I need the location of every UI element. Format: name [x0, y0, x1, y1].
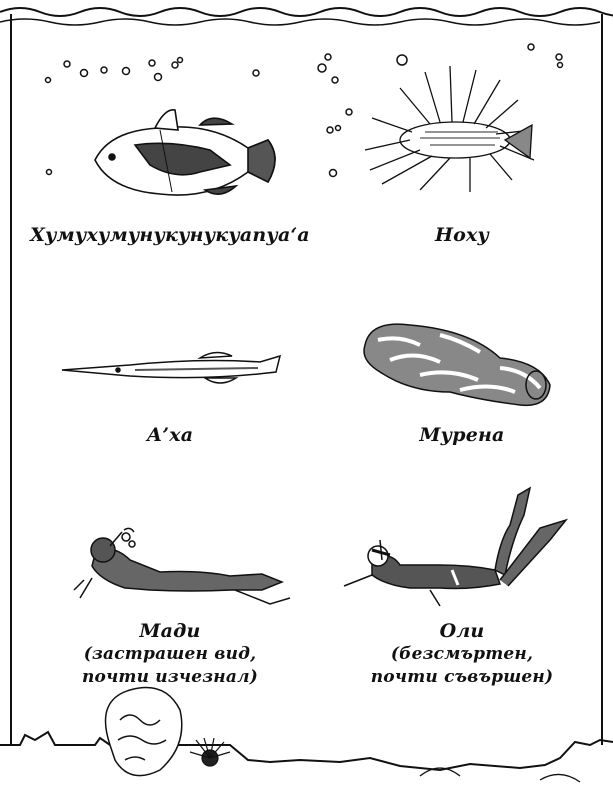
- creature-label: Ноху: [434, 224, 490, 246]
- diver-caption-line: почти съвършен): [370, 667, 554, 687]
- diver-caption: Оли (безсмъртен, почти съвършен): [312, 620, 612, 689]
- water-surface-wave-lower: [0, 18, 601, 26]
- water-surface-wave: [0, 7, 613, 17]
- creature-label: Хумухумунукунукуапуа‘а: [30, 224, 310, 246]
- sea-urchin-illustration: [189, 737, 231, 767]
- diver-caption: Мади (застрашен вид, почти изчезнал): [20, 620, 320, 689]
- diver-caption-line: (застрашен вид,: [83, 644, 257, 664]
- seabed-rocks: [419, 767, 581, 783]
- needlefish-illustration: [61, 351, 282, 384]
- lionfish-illustration: [364, 65, 535, 192]
- diver-name: Оли: [439, 620, 485, 642]
- diver-caption-line: почти изчезнал): [81, 667, 259, 687]
- coral-illustration: [104, 686, 183, 777]
- diver-caption-line: (безсмъртен,: [390, 644, 534, 664]
- diver-oli-illustration: [343, 486, 569, 607]
- diver-madi-illustration: [73, 527, 291, 605]
- moray-eel-illustration: [363, 323, 551, 407]
- creature-label: Мурена: [419, 424, 505, 446]
- diver-name: Мади: [139, 620, 201, 642]
- triggerfish-illustration: [94, 109, 276, 196]
- creature-label: А’ха: [146, 424, 194, 446]
- reef-floor: [0, 730, 613, 772]
- bubbles: [44, 43, 564, 178]
